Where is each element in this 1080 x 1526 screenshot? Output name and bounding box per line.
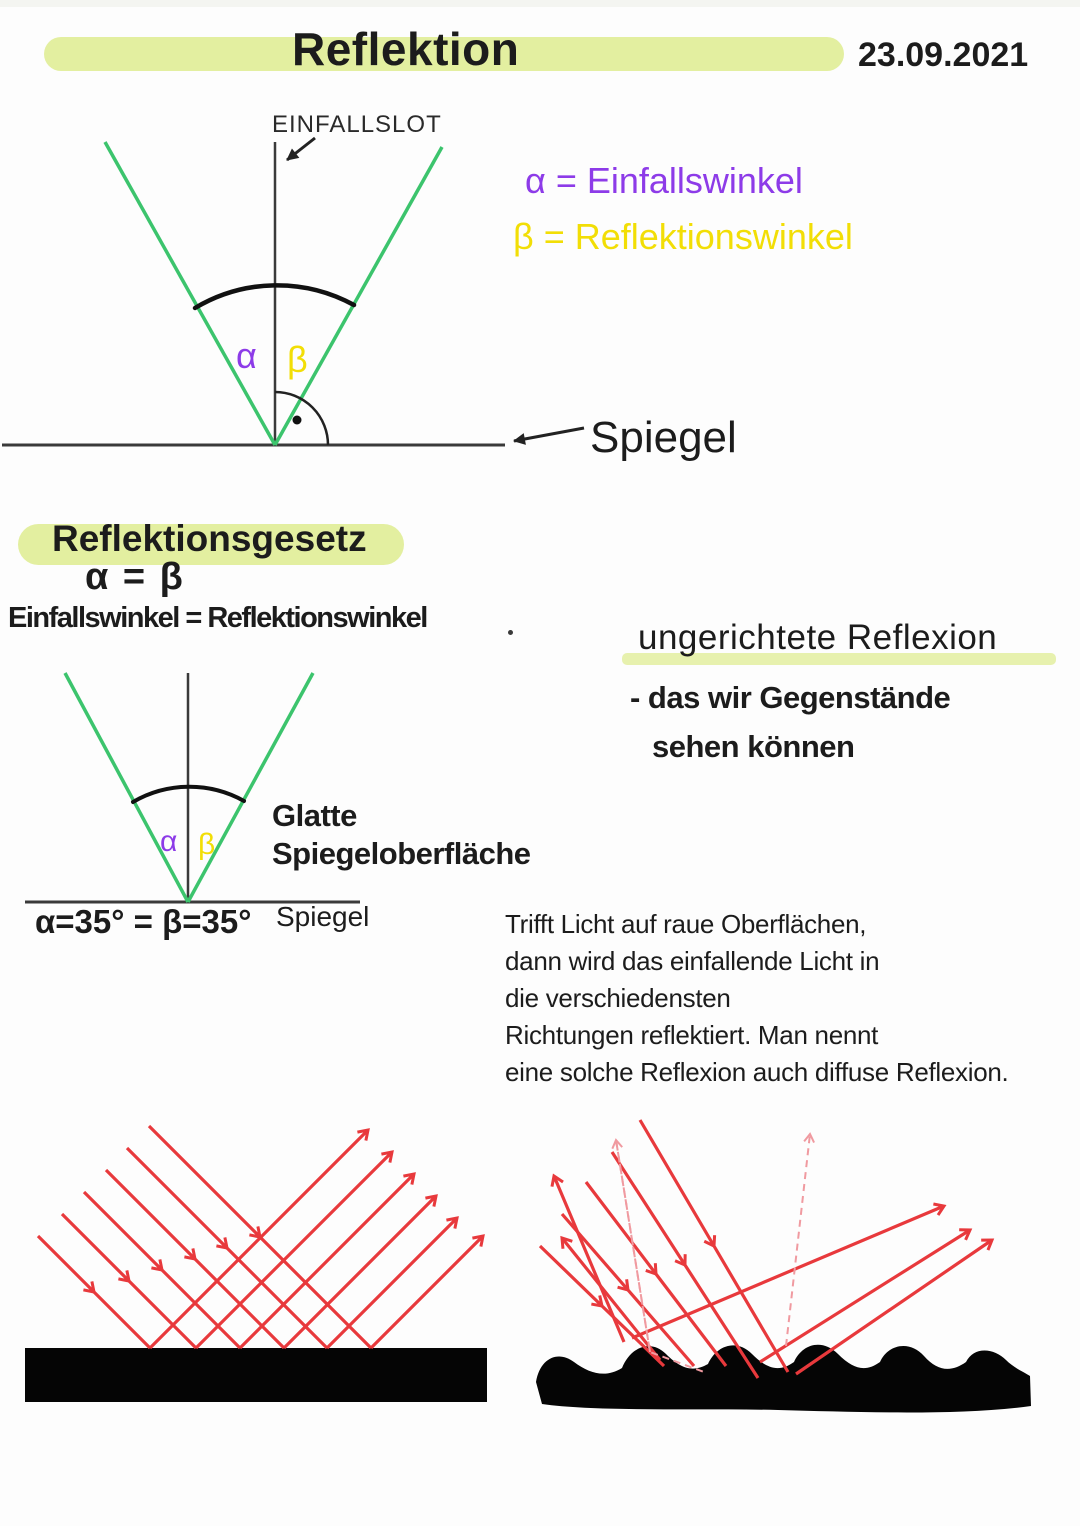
- reflected-ray: [369, 1234, 485, 1350]
- law-formula: α = β: [85, 556, 185, 598]
- reflected-ray: [282, 1194, 438, 1350]
- ink-dot: [508, 630, 513, 635]
- reflected-ray: [273, 146, 444, 446]
- incident-ray: [610, 1151, 760, 1379]
- paragraph-line: Richtungen reflektiert. Man nennt: [505, 1020, 879, 1050]
- diffuse-note: - das wir Gegenstände: [630, 680, 951, 715]
- title-highlight: [44, 37, 844, 71]
- smooth-surface-caption: Spiegeloberfläche: [272, 836, 531, 871]
- incident-ray: [125, 1146, 329, 1350]
- scattered-ray: [560, 1235, 662, 1362]
- reflected-ray: [238, 1172, 416, 1350]
- law-equation: Einfallswinkel = Reflektionswinkel: [8, 602, 428, 634]
- diffuse-note: sehen können: [652, 729, 855, 764]
- incident-ray: [584, 1181, 728, 1367]
- beta-label: β: [287, 339, 308, 380]
- angle-arc: [131, 784, 246, 804]
- scattered-ray: [795, 1238, 995, 1376]
- reflected-ray: [325, 1216, 459, 1350]
- right-angle-arc: [274, 390, 330, 446]
- reflected-ray: [194, 1150, 394, 1350]
- einfallslot-label: EINFALLSLOT: [272, 111, 442, 138]
- scattered-ray: [631, 1202, 947, 1340]
- paragraph-line: dann wird das einfallende Licht in: [505, 946, 880, 976]
- beta-label: β: [198, 828, 215, 861]
- incident-ray: [560, 1212, 696, 1368]
- incidence-diagram: EINFALLSLOT α β Spiegel: [2, 111, 737, 462]
- incident-ray: [82, 1190, 242, 1350]
- spiegel-label: Spiegel: [590, 413, 737, 462]
- right-angle-dot: [292, 415, 302, 425]
- diffuse-underline-highlight: [622, 653, 1056, 665]
- incident-ray: [538, 1244, 666, 1368]
- smooth-surface: [25, 1348, 487, 1402]
- scattered-ray: [550, 1173, 626, 1343]
- paragraph-line: eine solche Reflexion auch diffuse Refle…: [505, 1057, 1009, 1087]
- alpha-legend: α = Einfallswinkel: [525, 160, 803, 201]
- reflected-ray: [186, 672, 315, 903]
- scattered-ray-dashed: [785, 1132, 815, 1347]
- alpha-label: α: [236, 335, 257, 376]
- page-title: Reflektion: [292, 23, 520, 75]
- diffuse-paragraph: Trifft Licht auf raue Oberflächen, dann …: [505, 906, 1009, 1091]
- alpha-label: α: [160, 825, 177, 858]
- scan-edge: [0, 0, 1080, 7]
- paragraph-line: die verschiedensten: [505, 983, 731, 1013]
- diffuse-heading: ungerichtete Reflexion: [638, 618, 998, 657]
- date-label: 23.09.2021: [858, 36, 1029, 74]
- smooth-mirror-diagram: α β: [25, 672, 360, 904]
- beta-legend: β = Reflektionswinkel: [513, 216, 853, 257]
- paragraph-line: Trifft Licht auf raue Oberflächen,: [505, 909, 867, 939]
- reflected-ray: [148, 1128, 370, 1350]
- law-highlight: [18, 524, 404, 565]
- spiegel-label: Spiegel: [276, 901, 370, 932]
- einfallslot-arrow: [286, 136, 316, 162]
- scattered-ray: [759, 1228, 973, 1364]
- law-heading: Reflektionsgesetz: [52, 518, 367, 559]
- incident-ray: [638, 1119, 790, 1373]
- diffuse-reflection-diagram: [536, 1119, 1031, 1413]
- rough-surface: [536, 1344, 1031, 1413]
- incident-ray: [104, 1168, 286, 1350]
- angle-values: α=35° = β=35°: [35, 903, 252, 940]
- incident-ray: [103, 141, 277, 446]
- specular-reflection-diagram: [25, 1124, 487, 1402]
- smooth-surface-caption: Glatte: [272, 798, 357, 833]
- scattered-ray-dashed: [615, 1139, 705, 1373]
- incident-ray: [63, 672, 190, 903]
- incident-ray: [36, 1234, 152, 1350]
- angle-arc: [192, 283, 357, 311]
- spiegel-arrow: [513, 426, 585, 445]
